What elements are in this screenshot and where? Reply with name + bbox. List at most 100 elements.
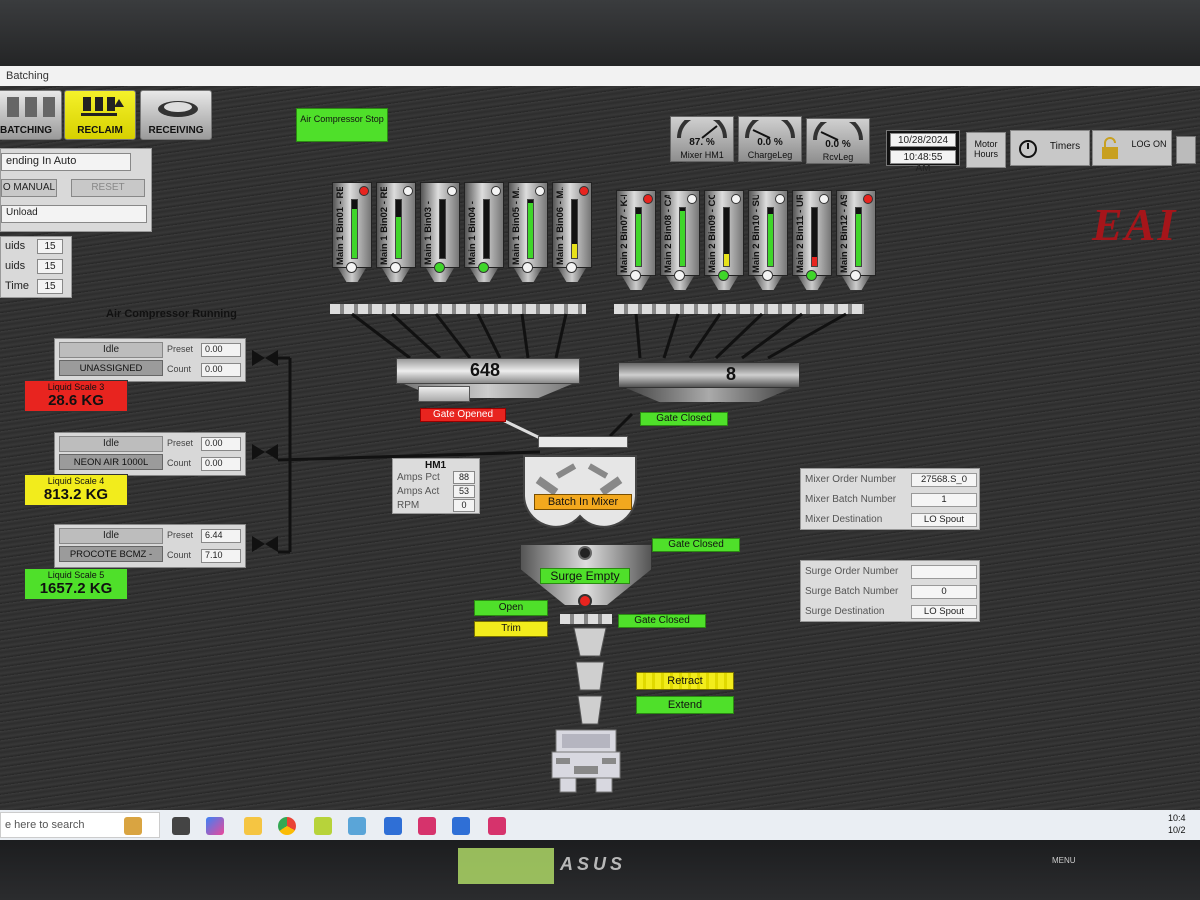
photos-icon[interactable] bbox=[348, 817, 366, 835]
bin-level-fill bbox=[856, 213, 861, 266]
bin-level-gauge bbox=[351, 199, 358, 259]
app-icon-2[interactable] bbox=[418, 817, 436, 835]
bin-gate-indicator bbox=[850, 270, 861, 281]
liquid2-name: NEON AIR 1000L bbox=[59, 454, 163, 470]
bin-cone bbox=[622, 276, 650, 290]
liquid2-count-label: Count bbox=[167, 458, 192, 468]
valve-icon[interactable] bbox=[250, 442, 280, 462]
liquid3-preset[interactable]: 6.44 bbox=[201, 529, 241, 543]
bin[interactable]: Main 1 Bin03 - bbox=[420, 182, 460, 282]
bin-gates-row-1 bbox=[330, 304, 586, 314]
bin-gate-indicator bbox=[522, 262, 533, 273]
windows-taskbar: e here to search 10:4 10/2 bbox=[0, 810, 1200, 840]
bin-gate-indicator bbox=[478, 262, 489, 273]
air-compressor-stop-button[interactable]: Air Compressor Stop bbox=[296, 108, 388, 142]
gauge-rcvleg-name: RcvLeg bbox=[822, 152, 854, 162]
chrome-icon[interactable] bbox=[278, 817, 296, 835]
briefcase-icon[interactable] bbox=[124, 817, 142, 835]
nav-batching-button[interactable]: BATCHING bbox=[0, 90, 62, 140]
valve-icon[interactable] bbox=[250, 348, 280, 368]
bin[interactable]: Main 1 Bin02 - RED POTASH bbox=[376, 182, 416, 282]
app-icon-4[interactable] bbox=[488, 817, 506, 835]
monitor-menu-label[interactable]: MENU bbox=[1052, 856, 1076, 865]
app-icon-3[interactable] bbox=[452, 817, 470, 835]
bin[interactable]: Main 2 Bin12 - ASPIRE 0-0-58 bbox=[836, 190, 876, 290]
gauge-chargeleg: 0.0 % ChargeLeg bbox=[738, 113, 802, 162]
mixer-batch-value: 1 bbox=[911, 493, 977, 507]
bin[interactable]: Main 2 Bin11 - UREA 46-0-0 bbox=[792, 190, 832, 290]
timers-label: Timers bbox=[1049, 141, 1081, 152]
spout-extend-button[interactable]: Extend bbox=[636, 696, 734, 714]
taskbar-clock[interactable]: 10:4 10/2 bbox=[1168, 812, 1186, 836]
gauge-mixer-hm1: 87. % Mixer HM1 bbox=[670, 113, 734, 162]
surge-open-button[interactable]: Open bbox=[474, 600, 548, 616]
timer-value-3[interactable]: 15 bbox=[37, 279, 63, 294]
datetime-panel: 10/28/2024 10:48:55 AM bbox=[886, 130, 960, 174]
bin[interactable]: Main 1 Bin06 - M.A.P. 11-52-0 bbox=[552, 182, 592, 282]
notes-icon[interactable] bbox=[314, 817, 332, 835]
bin-level-fill bbox=[352, 208, 357, 258]
bin-level-gauge bbox=[527, 199, 534, 259]
nav-batching-label: BATCHING bbox=[0, 125, 53, 136]
bin-gate-indicator bbox=[434, 262, 445, 273]
bin[interactable]: Main 2 Bin10 - SULFUR 85 XP bbox=[748, 190, 788, 290]
bin-level-fill bbox=[768, 213, 773, 266]
scale2-hopper bbox=[618, 362, 800, 388]
padlock-icon bbox=[1102, 137, 1118, 159]
spout-retract-button[interactable]: Retract bbox=[636, 672, 734, 690]
liquid-scale-5: Liquid Scale 5 1657.2 KG bbox=[24, 568, 128, 600]
bin-body: Main 2 Bin11 - UREA 46-0-0 bbox=[792, 190, 832, 276]
scale1-weight: 648 bbox=[470, 360, 501, 380]
clock-date: 10/2 bbox=[1168, 825, 1186, 835]
bin-level-fill bbox=[396, 217, 401, 258]
timer-value-1[interactable]: 15 bbox=[37, 239, 63, 254]
task-view-icon[interactable] bbox=[172, 817, 190, 835]
time-field: 10:48:55 AM bbox=[890, 150, 956, 174]
bin-level-gauge bbox=[395, 199, 402, 259]
surge-order-value bbox=[911, 565, 977, 579]
nav-reclaim-button[interactable]: RECLAIM bbox=[64, 90, 136, 140]
bin[interactable]: Main 1 Bin04 - bbox=[464, 182, 504, 282]
mixer-info-panel: Mixer Order Number 27568.S_0 Mixer Batch… bbox=[800, 468, 980, 530]
logon-button[interactable]: LOG ON bbox=[1092, 130, 1172, 166]
gauge-mixer-value: 87. % bbox=[689, 137, 715, 148]
manual-button[interactable]: O MANUAL bbox=[1, 179, 57, 197]
bin-level-gauge bbox=[723, 207, 730, 267]
batching-icon bbox=[7, 97, 55, 117]
motor-hours-button[interactable]: Motor Hours bbox=[966, 132, 1006, 168]
exit-button[interactable] bbox=[1176, 136, 1196, 164]
liquid1-preset[interactable]: 0.00 bbox=[201, 343, 241, 357]
liquid2-status: Idle bbox=[59, 436, 163, 452]
surge-gate-status: Gate Closed bbox=[618, 614, 706, 628]
bin-body: Main 1 Bin02 - RED POTASH bbox=[376, 182, 416, 268]
bin-level-gauge bbox=[855, 207, 862, 267]
mixer-stats-panel: HM1 Amps Pct 88 Amps Act 53 RPM 0 bbox=[392, 458, 480, 514]
timers-button[interactable]: Timers bbox=[1010, 130, 1090, 166]
scale2-gate-status: Gate Closed bbox=[640, 412, 728, 426]
bin[interactable]: Main 2 Bin09 - CORN MIX - 20-7 bbox=[704, 190, 744, 290]
bin-high-indicator bbox=[447, 186, 457, 196]
bin-level-fill bbox=[724, 254, 729, 266]
liquid3-count-label: Count bbox=[167, 550, 192, 560]
liquid2-preset[interactable]: 0.00 bbox=[201, 437, 241, 451]
copilot-icon[interactable] bbox=[206, 817, 224, 835]
bin[interactable]: Main 2 Bin07 - K-MAG 0-0-22 bbox=[616, 190, 656, 290]
amps-pct-label: Amps Pct bbox=[397, 472, 440, 483]
bin-body: Main 1 Bin01 - RED POTASH bbox=[332, 182, 372, 268]
file-explorer-icon[interactable] bbox=[244, 817, 262, 835]
nav-receiving-button[interactable]: RECEIVING bbox=[140, 90, 212, 140]
bin-high-indicator bbox=[579, 186, 589, 196]
surge-trim-button[interactable]: Trim bbox=[474, 621, 548, 637]
bin[interactable]: Main 1 Bin01 - RED POTASH bbox=[332, 182, 372, 282]
nav-reclaim-label: RECLAIM bbox=[77, 125, 123, 136]
timer-value-2[interactable]: 15 bbox=[37, 259, 63, 274]
valve-icon[interactable] bbox=[250, 534, 280, 554]
bin[interactable]: Main 2 Bin08 - CAL-U-SOL 0-0 bbox=[660, 190, 700, 290]
reset-button[interactable]: RESET bbox=[71, 179, 145, 197]
bin[interactable]: Main 1 Bin05 - M.A.P. 11-52-0 bbox=[508, 182, 548, 282]
bin-cone bbox=[710, 276, 738, 290]
bin-level-gauge bbox=[483, 199, 490, 259]
liquid-scale-4-title: Liquid Scale 4 bbox=[47, 476, 105, 486]
app-icon-1[interactable] bbox=[384, 817, 402, 835]
liquid-scale-4: Liquid Scale 4 813.2 KG bbox=[24, 474, 128, 506]
